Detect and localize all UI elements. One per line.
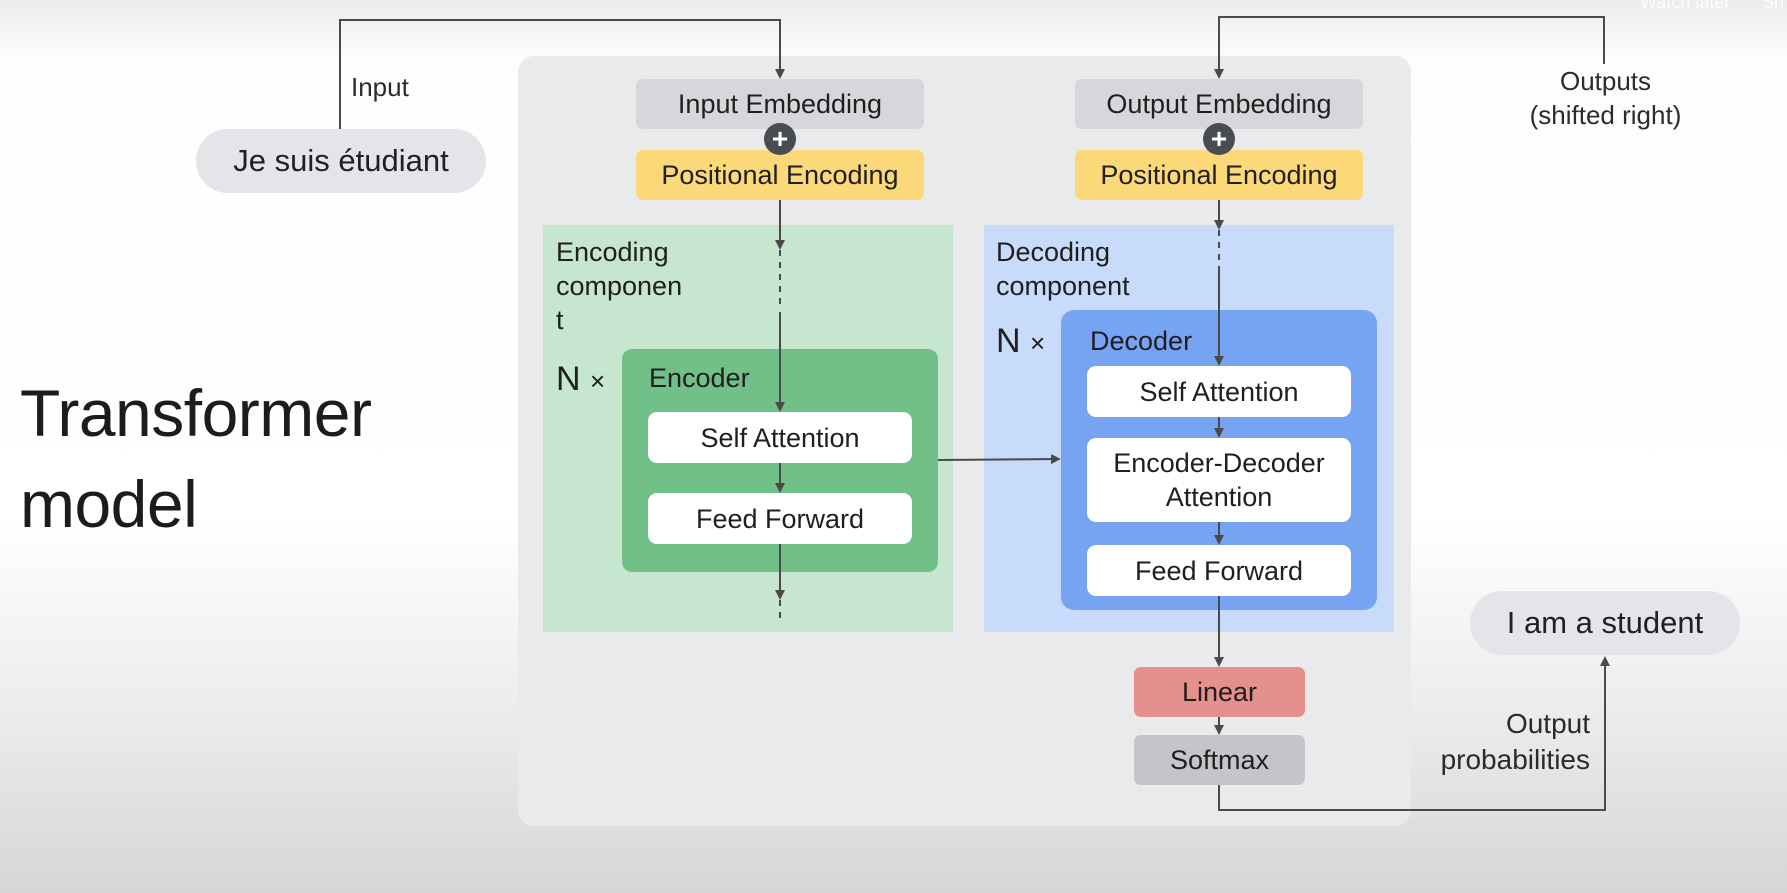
- enc-dec-attention-line1: Encoder-Decoder: [1113, 448, 1325, 478]
- decoding-component-label: Decoding component: [996, 235, 1130, 303]
- encoder-decoder-attention-box: Encoder-Decoder Attention: [1087, 438, 1351, 522]
- decoder-repeat-label: N ×: [996, 322, 1045, 361]
- softmax-box: Softmax: [1134, 735, 1305, 785]
- linear-box: Linear: [1134, 667, 1305, 717]
- encoder-self-attention-box: Self Attention: [648, 412, 912, 463]
- watch-later-overlay[interactable]: Watch later: [1640, 0, 1731, 12]
- input-embedding-box: Input Embedding: [636, 79, 924, 129]
- decoder-feed-forward-box: Feed Forward: [1087, 545, 1351, 596]
- decoding-label-line1: Decoding: [996, 237, 1111, 267]
- encoder-title: Encoder: [649, 363, 750, 393]
- decoder-title: Decoder: [1090, 326, 1193, 356]
- encoding-component-label: Encoding componen t: [556, 235, 682, 337]
- add-icon: +: [764, 123, 796, 155]
- output-embedding-box: Output Embedding: [1075, 79, 1363, 129]
- add-icon: +: [1203, 123, 1235, 155]
- encoder-feed-forward-box: Feed Forward: [648, 493, 912, 544]
- encoder-repeat-n: N: [556, 360, 581, 398]
- encoder-repeat-label: N ×: [556, 360, 605, 399]
- decoder-repeat-n: N: [996, 322, 1021, 360]
- times-icon: ×: [590, 366, 606, 396]
- slide-title-line2: model: [20, 467, 198, 541]
- slide-title-line1: Transformer: [20, 376, 372, 450]
- times-icon: ×: [1030, 328, 1046, 358]
- input-sentence-pill: Je suis étudiant: [196, 129, 486, 193]
- decoder-positional-encoding-box: Positional Encoding: [1075, 150, 1363, 200]
- decoding-label-line2: component: [996, 271, 1130, 301]
- encoding-label-line3: t: [556, 305, 564, 335]
- output-probabilities-label: Output probabilities: [1400, 706, 1590, 778]
- share-overlay[interactable]: Sh: [1762, 0, 1785, 12]
- encoding-label-line1: Encoding: [556, 237, 669, 267]
- encoder-positional-encoding-box: Positional Encoding: [636, 150, 924, 200]
- outputs-label-line1: Outputs: [1559, 66, 1652, 96]
- output-prob-line1: Output: [1505, 708, 1590, 739]
- outputs-shifted-label: Outputs (shifted right): [1518, 64, 1693, 132]
- outputs-label-line2: (shifted right): [1529, 100, 1682, 130]
- output-sentence-pill: I am a student: [1470, 591, 1740, 655]
- encoding-label-line2: componen: [556, 271, 683, 301]
- decoder-self-attention-box: Self Attention: [1087, 366, 1351, 417]
- output-prob-line2: probabilities: [1440, 744, 1590, 775]
- input-label: Input: [351, 72, 409, 102]
- enc-dec-attention-line2: Attention: [1165, 482, 1273, 512]
